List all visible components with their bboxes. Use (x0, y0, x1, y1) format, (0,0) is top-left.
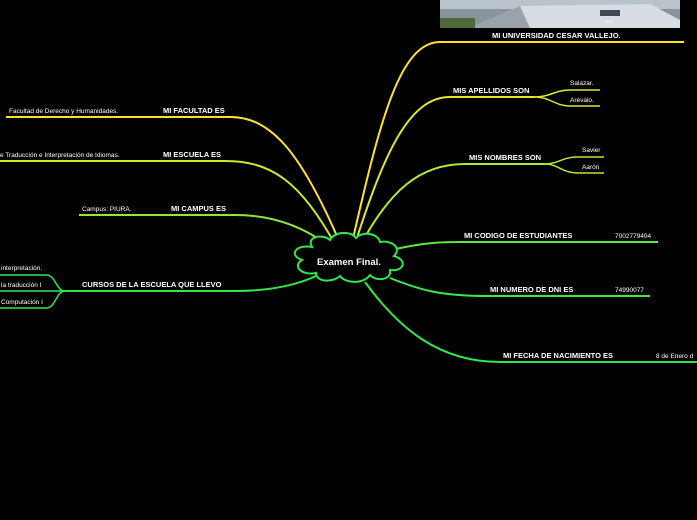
university-photo (440, 0, 680, 28)
facultad-value[interactable]: Facultad de Derecho y Humanidades. (9, 108, 119, 115)
fecha-value[interactable]: 8 de Enero d (656, 353, 694, 360)
branch-codigo[interactable]: MI CODIGO DE ESTUDIANTES (464, 231, 573, 240)
branch-fecha-nacimiento[interactable]: MI FECHA DE NACIMIENTO ES (503, 351, 614, 360)
curso-2[interactable]: la traducción I (1, 282, 42, 289)
codigo-value[interactable]: 7002779404 (615, 233, 652, 240)
branch-nombres[interactable]: MIS NOMBRES SON (469, 153, 542, 162)
nombre-1[interactable]: Savier (582, 147, 601, 154)
branch-universidad[interactable]: MI UNIVERSIDAD CESAR VALLEJO. (492, 31, 621, 40)
curso-3[interactable]: Computación I (1, 299, 43, 306)
apellido-2[interactable]: Arévalo. (570, 97, 594, 104)
branch-dni[interactable]: MI NUMERO DE DNI ES (490, 285, 574, 294)
apellido-1[interactable]: Salazar. (570, 80, 594, 87)
center-title[interactable]: Examen Final. (317, 257, 381, 268)
dni-value[interactable]: 74990077 (615, 287, 644, 294)
center-cloud-icon (293, 232, 404, 283)
branch-escuela[interactable]: MI ESCUELA ES (163, 150, 222, 159)
branch-cursos[interactable]: CURSOS DE LA ESCUELA QUE LLEVO (82, 280, 222, 289)
branch-campus[interactable]: MI CAMPUS ES (171, 204, 227, 213)
branch-apellidos[interactable]: MIS APELLIDOS SON (453, 86, 530, 95)
escuela-value[interactable]: e Traducción e Interpretación de Idiomas… (0, 152, 120, 159)
campus-value[interactable]: Campus: PIURA. (82, 206, 132, 213)
curso-1[interactable]: interpretación. (1, 265, 43, 272)
branch-facultad[interactable]: MI FACULTAD ES (163, 106, 225, 115)
nombre-2[interactable]: Aarón (582, 164, 600, 171)
